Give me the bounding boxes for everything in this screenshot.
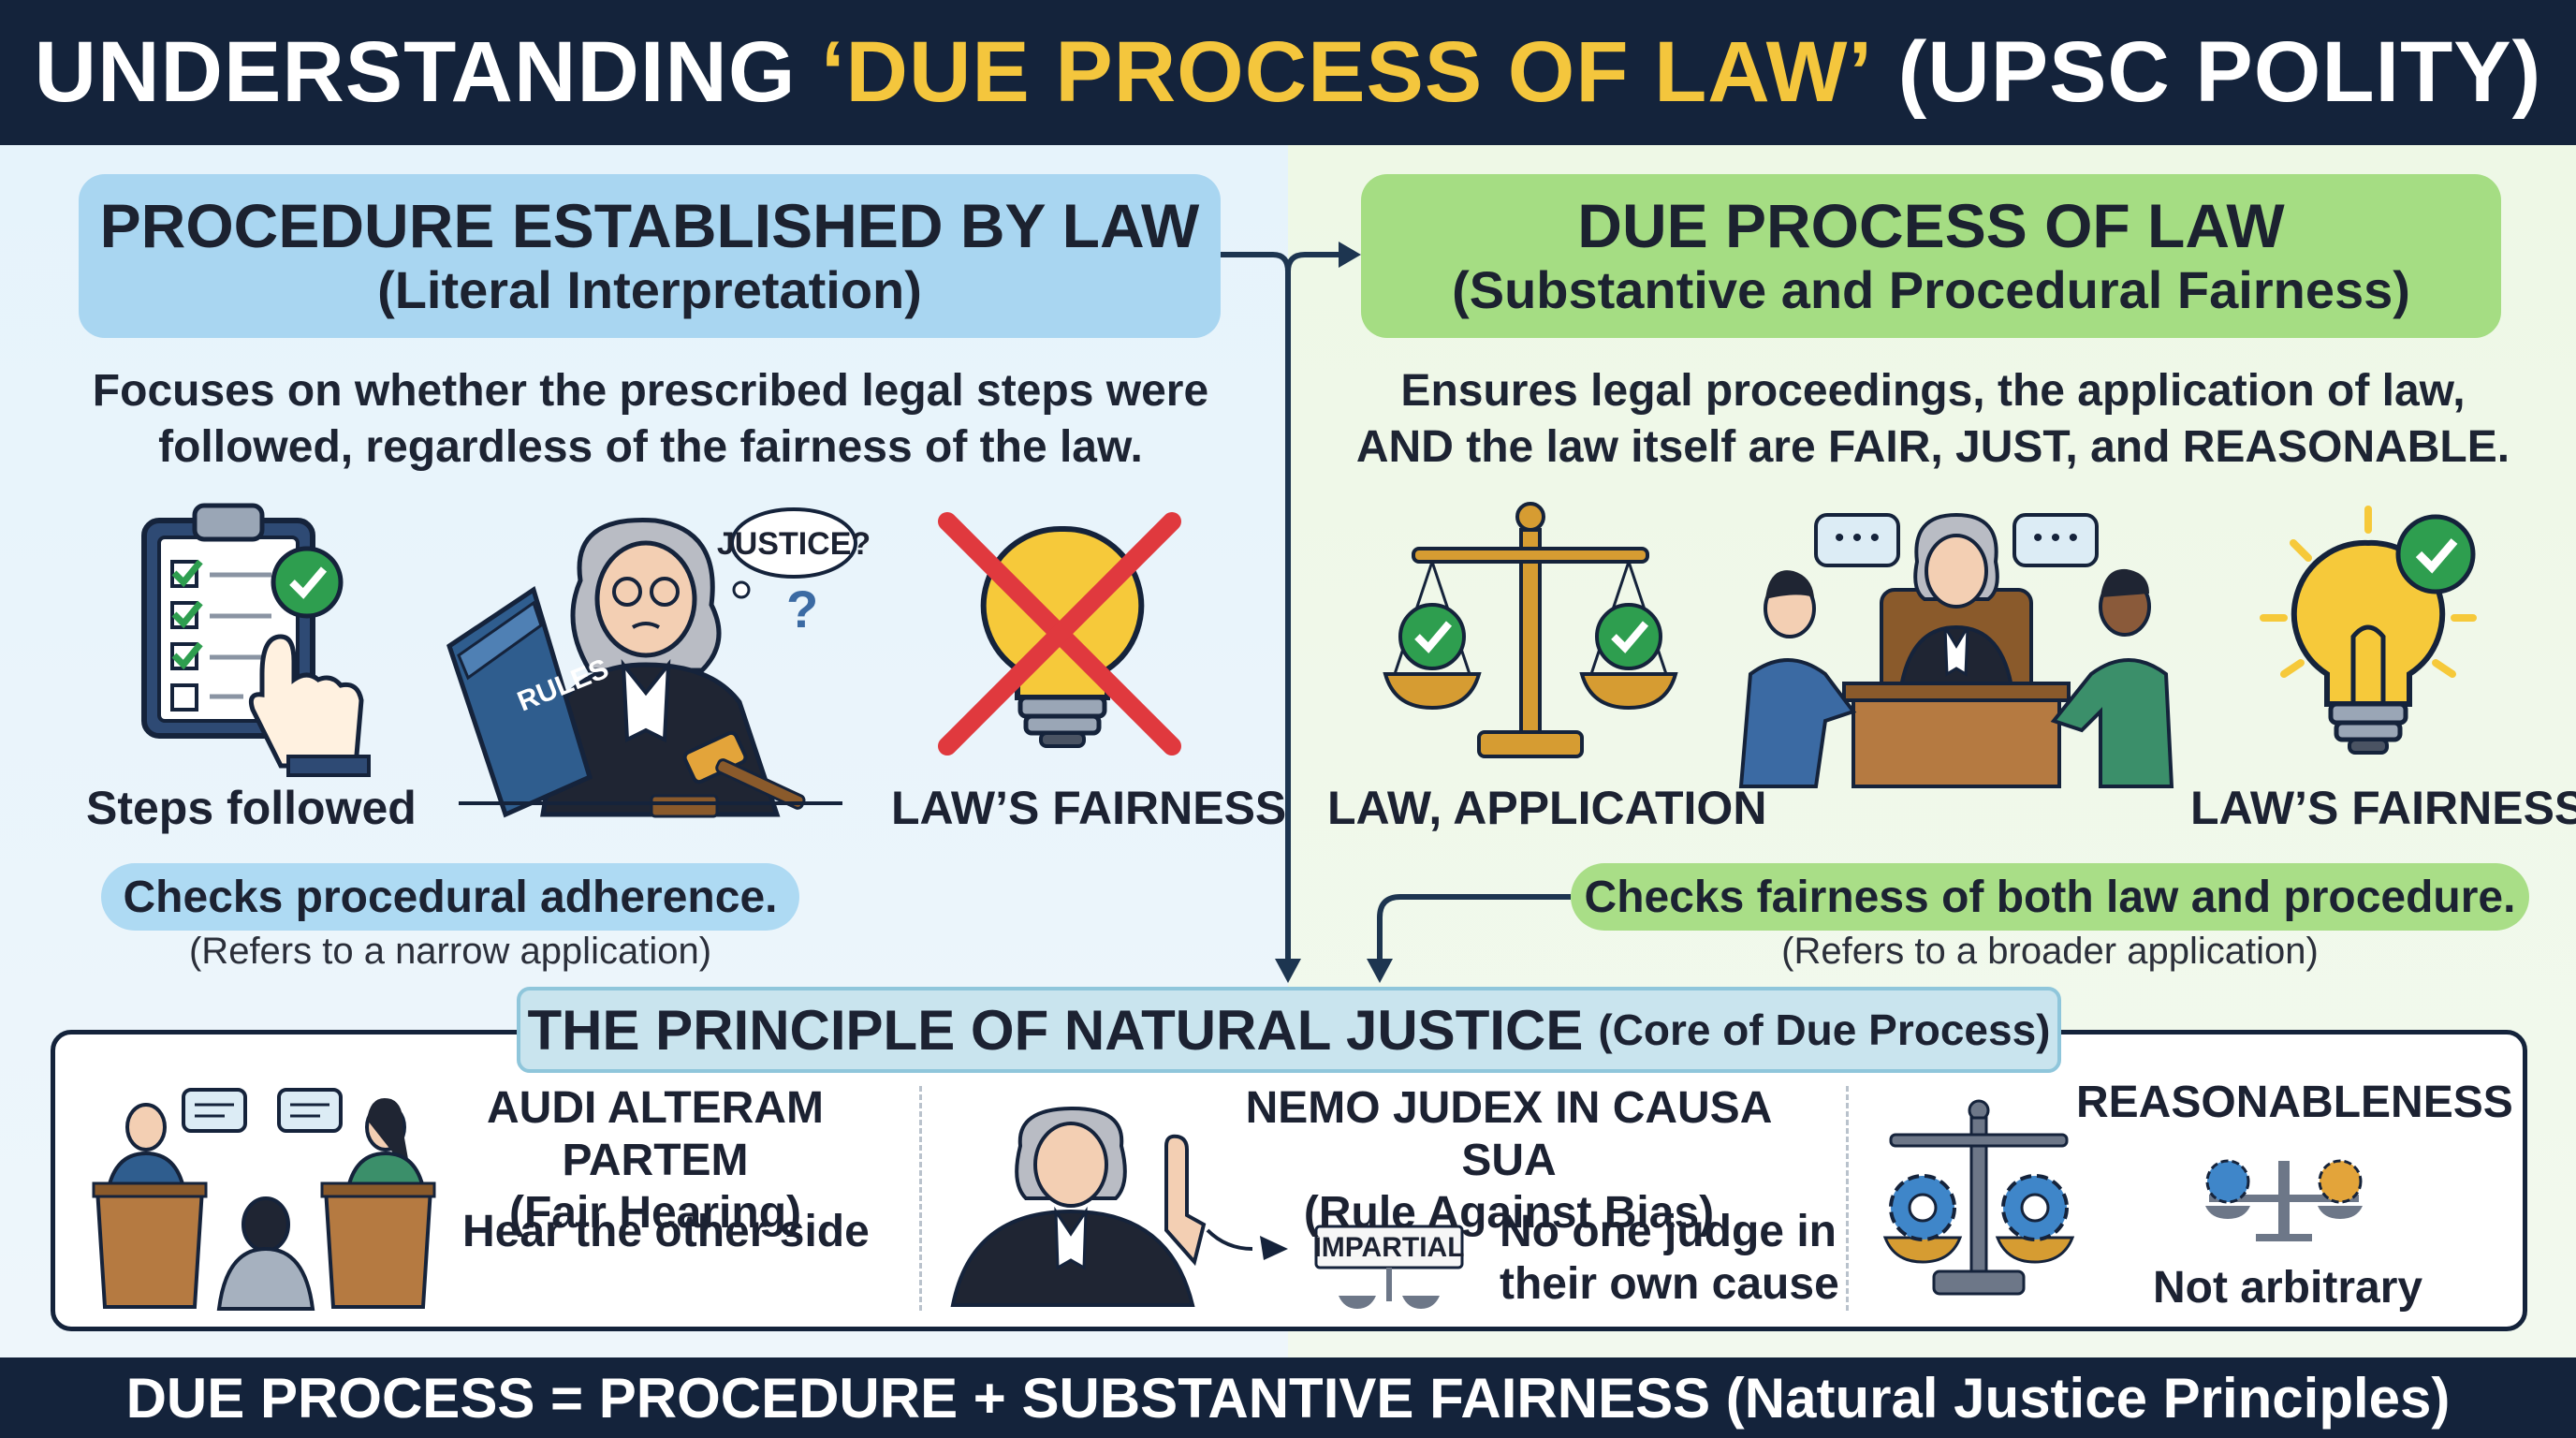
right-heading-subtitle: (Substantive and Procedural Fairness) (1452, 259, 2410, 319)
impartial-judge-icon: IMPARTIAL (950, 1106, 1465, 1309)
principle-1-subtitle: (Fair Hearing) (508, 1188, 802, 1238)
left-description: Focuses on whether the prescribed legal … (56, 363, 1245, 476)
law-application-label: LAW, APPLICATION (1327, 782, 1767, 834)
page-title: UNDERSTANDING ‘DUE PROCESS OF LAW’ (UPSC… (0, 0, 2576, 145)
natural-justice-box (51, 1030, 2527, 1331)
principle-1-title: AUDI ALTERAM PARTEM (487, 1083, 824, 1185)
small-gears-scale-icon (2205, 1159, 2363, 1241)
right-description: Ensures legal proceedings, the applicati… (1329, 363, 2537, 476)
left-heading-subtitle: (Literal Interpretation) (377, 259, 922, 319)
title-highlight: ‘DUE PROCESS OF LAW’ (820, 24, 1874, 120)
courtroom-hearing-icon: • • • • • • (1738, 512, 2174, 788)
nemo-judex-title: NEMO JUDEX IN CAUSA SUA (Rule Against Bi… (1200, 1082, 1818, 1240)
left-law-fairness-label: LAW’S FAIRNESS (891, 782, 1287, 834)
audi-alteram-partem-title: AUDI ALTERAM PARTEM (Fair Hearing) (412, 1082, 899, 1240)
debate-podiums-icon (92, 1088, 436, 1311)
gears-scale-icon (1882, 1099, 2075, 1296)
principle-3-text: Not arbitrary (2153, 1263, 2423, 1313)
natural-justice-heading: THE PRINCIPLE OF NATURAL JUSTICE (Core o… (517, 987, 2061, 1073)
due-process-heading: DUE PROCESS OF LAW (Substantive and Proc… (1361, 174, 2501, 338)
principle-divider-1 (919, 1086, 922, 1311)
principle-divider-2 (1846, 1086, 1849, 1311)
left-description-line1: Focuses on whether the prescribed legal … (92, 366, 1209, 416)
principle-2-text: No one judge in their own cause (1500, 1206, 1855, 1311)
right-check-pill: Checks fairness of both law and procedur… (1571, 863, 2529, 931)
principle-2-subtitle: (Rule Against Bias) (1303, 1188, 1715, 1238)
principle-2-text-line2: their own cause (1500, 1259, 1839, 1309)
question-mark: ? (786, 580, 818, 638)
impartial-scale-text: IMPARTIAL (1313, 1232, 1464, 1263)
right-description-line2: AND the law itself are FAIR, JUST, and R… (1355, 422, 2510, 472)
left-description-line2: followed, regardless of the fairness of … (158, 422, 1143, 472)
principle-1-text: Hear the other side (462, 1207, 870, 1256)
justice-bubble-text: JUSTICE? (717, 526, 871, 562)
right-law-fairness-label: LAW’S FAIRNESS (2190, 782, 2576, 834)
balance-scale-check-icon (1383, 502, 1678, 758)
title-prefix: UNDERSTANDING (34, 24, 797, 120)
steps-followed-label: Steps followed (86, 782, 417, 834)
svg-text:• • •: • • • (2033, 522, 2078, 553)
right-note: (Refers to a broader application) (1781, 931, 2319, 972)
left-heading-title: PROCEDURE ESTABLISHED BY LAW (99, 191, 1200, 260)
crossed-lightbulb-icon (938, 512, 1181, 756)
principle-2-text-line1: No one judge in (1500, 1207, 1837, 1256)
judge-reading-rules-icon: JUSTICE? ? RULES (446, 507, 871, 818)
footer-formula: DUE PROCESS = PROCEDURE + SUBSTANTIVE FA… (0, 1357, 2576, 1438)
lightbulb-check-icon (2260, 506, 2477, 755)
right-description-line1: Ensures legal proceedings, the applicati… (1400, 366, 2466, 416)
right-heading-title: DUE PROCESS OF LAW (1577, 191, 2285, 260)
clipboard-checklist-icon (141, 503, 371, 777)
natural-justice-subtitle: (Core of Due Process) (1598, 1005, 2051, 1054)
principle-2-title: NEMO JUDEX IN CAUSA SUA (1245, 1083, 1773, 1185)
left-note: (Refers to a narrow application) (188, 931, 712, 972)
title-suffix: (UPSC POLITY) (1897, 24, 2542, 120)
svg-text:• • •: • • • (1835, 522, 1880, 553)
left-check-pill: Checks procedural adherence. (101, 863, 799, 931)
reasonableness-title: REASONABLENESS (2076, 1078, 2513, 1127)
natural-justice-title: THE PRINCIPLE OF NATURAL JUSTICE (527, 998, 1584, 1062)
procedure-established-heading: PROCEDURE ESTABLISHED BY LAW (Literal In… (79, 174, 1221, 338)
